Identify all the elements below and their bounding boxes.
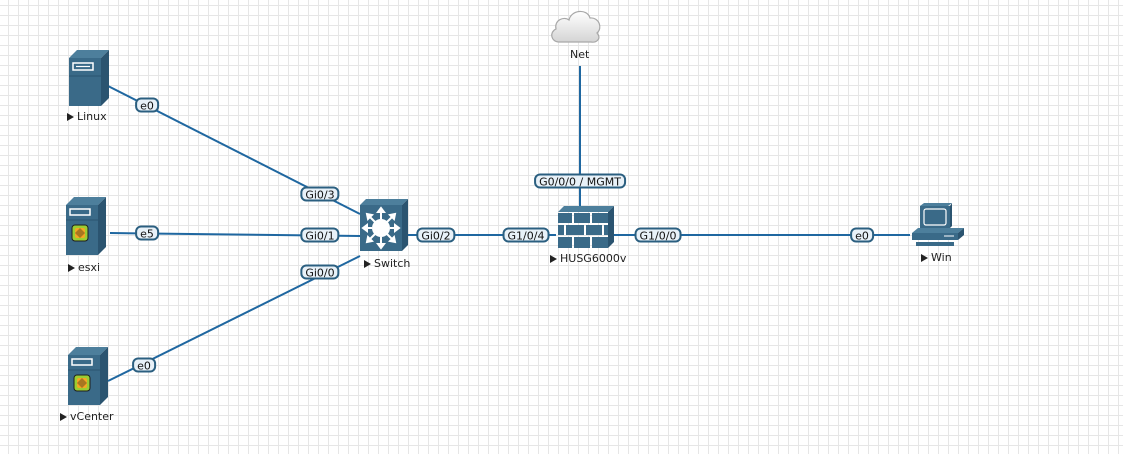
port-label-esxi-e5[interactable]: e5 [135,225,159,241]
node-net[interactable]: Net [549,6,603,61]
node-label-linux: Linux [67,110,107,123]
port-label-win-e0[interactable]: e0 [850,227,874,243]
start-triangle-icon[interactable] [68,263,75,272]
node-label-win: Win [921,251,952,264]
start-triangle-icon[interactable] [921,253,928,262]
node-esxi[interactable]: esxi [64,195,108,274]
node-label-switch: Switch [364,257,410,270]
node-label-net: Net [570,48,590,61]
port-label-firewall-g1-0-0[interactable]: G1/0/0 [634,227,682,243]
node-label-firewall: HUSG6000v [550,252,626,265]
node-label-esxi: esxi [68,261,100,274]
node-linux[interactable]: Linux [67,48,111,123]
node-switch[interactable]: Switch [360,199,410,270]
vmware-server-icon [66,197,106,255]
server-icon [69,50,109,106]
start-triangle-icon[interactable] [60,412,67,421]
cloud-icon [551,10,601,43]
port-label-firewall-g1-0-4[interactable]: G1/0/4 [502,227,550,243]
start-triangle-icon[interactable] [67,112,74,121]
l3-switch-icon [360,199,408,251]
port-label-firewall-mgmt[interactable]: G0/0/0 / MGMT [534,173,626,189]
port-label-linux-e0[interactable]: e0 [135,97,159,113]
port-label-vcenter-e0[interactable]: e0 [132,357,156,373]
port-label-switch-gi0-3[interactable]: Gi0/3 [300,186,340,202]
node-win[interactable]: Win [910,203,966,264]
port-label-switch-gi0-1[interactable]: Gi0/1 [300,227,340,243]
start-triangle-icon[interactable] [550,254,557,263]
node-firewall[interactable]: HUSG6000v [550,206,626,265]
start-triangle-icon[interactable] [364,259,371,268]
vmware-server-icon [68,347,108,405]
port-label-switch-gi0-2[interactable]: Gi0/2 [416,227,456,243]
node-vcenter[interactable]: vCenter [60,345,114,423]
workstation-icon [912,203,964,246]
firewall-icon [558,206,614,248]
port-label-switch-gi0-0[interactable]: Gi0/0 [300,264,340,280]
node-label-vcenter: vCenter [60,410,114,423]
